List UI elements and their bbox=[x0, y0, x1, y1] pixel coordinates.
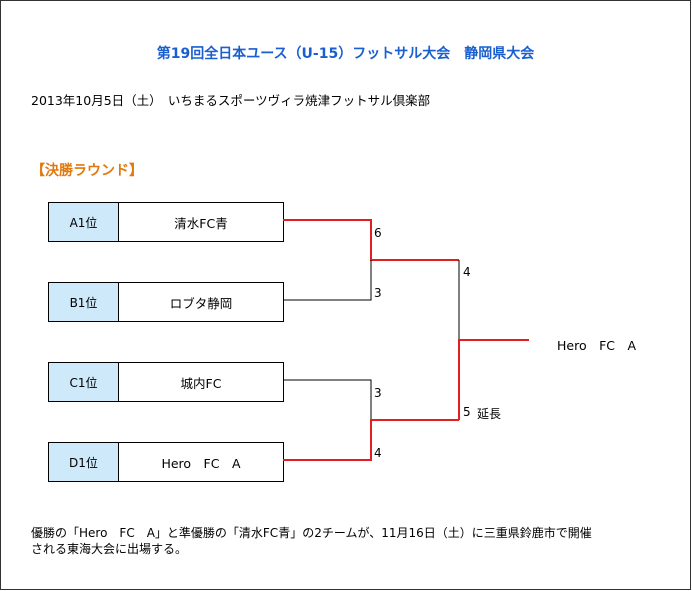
champion-name: Hero FC A bbox=[557, 338, 637, 353]
team-seed: A1位 bbox=[49, 203, 119, 241]
section-label: 【決勝ラウンド】 bbox=[31, 163, 143, 179]
score-final-bottom: 5 bbox=[463, 405, 471, 419]
team-name: 清水FC青 bbox=[174, 215, 228, 231]
team-box-d1: D1位 Hero FC A bbox=[48, 442, 284, 482]
team-name: 城内FC bbox=[180, 375, 222, 391]
team-name: ロブタ静岡 bbox=[169, 295, 233, 311]
footer-line-1: 優勝の「Hero FC A」と準優勝の「清水FC青」の2チームが、11月16日（… bbox=[31, 526, 592, 540]
bracket-line-a1-win bbox=[283, 219, 459, 261]
team-seed: D1位 bbox=[49, 443, 119, 481]
team-box-a1: A1位 清水FC青 bbox=[48, 202, 284, 242]
team-box-c1: C1位 城内FC bbox=[48, 362, 284, 402]
bracket-line-final-win bbox=[458, 339, 529, 420]
event-date-venue: 2013年10月5日（土） いちまるスポーツヴィラ焼津フットサル倶楽部 bbox=[31, 93, 431, 108]
bracket-line-d1-win bbox=[283, 419, 459, 461]
team-box-b1: B1位 ロブタ静岡 bbox=[48, 282, 284, 322]
team-seed: C1位 bbox=[49, 363, 119, 401]
footer-note: 優勝の「Hero FC A」と準優勝の「清水FC青」の2チームが、11月16日（… bbox=[31, 525, 592, 557]
score-semi2-bottom: 4 bbox=[374, 446, 382, 460]
score-semi2-top: 3 bbox=[374, 386, 382, 400]
page-title: 第19回全日本ユース（U-15）フットサル大会 静岡県大会 bbox=[156, 46, 535, 62]
footer-line-2: される東海大会に出場する。 bbox=[31, 542, 188, 556]
team-name: Hero FC A bbox=[161, 455, 241, 471]
bracket-line-c1 bbox=[283, 379, 372, 420]
score-final-top: 4 bbox=[463, 265, 471, 279]
team-seed: B1位 bbox=[49, 283, 119, 321]
score-semi1-top: 6 bbox=[374, 226, 382, 240]
score-semi1-bottom: 3 bbox=[374, 286, 382, 300]
score-final-note: 延長 bbox=[477, 407, 502, 421]
bracket-line-b1 bbox=[283, 260, 372, 301]
